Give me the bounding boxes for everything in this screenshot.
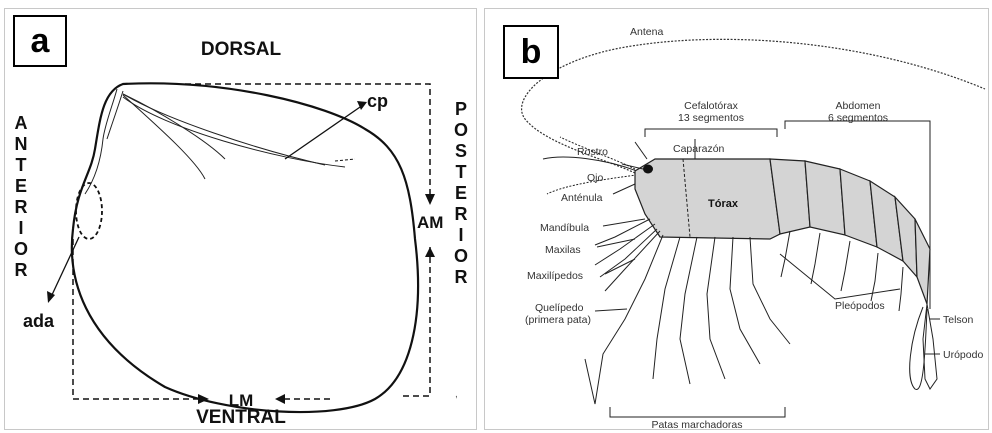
- panel-b-letter: b: [503, 25, 559, 79]
- abdomen-seg-label: 6 segmentos: [828, 112, 888, 124]
- rostro-label: Rostro: [577, 146, 608, 158]
- scar-line: [123, 94, 325, 165]
- am-dashed-top: [185, 84, 430, 199]
- antenula-label: Anténula: [561, 192, 603, 204]
- posterior-letter: O: [454, 246, 468, 266]
- quelipedo-label: Quelípedo: [535, 302, 584, 314]
- uropodo-label: Urópodo: [943, 349, 983, 361]
- anterior-letter: A: [15, 113, 28, 133]
- am-arrowhead-top: [425, 194, 435, 205]
- mandibula-label: Mandíbula: [540, 222, 589, 234]
- dorsal-label: DORSAL: [201, 39, 282, 60]
- posterior-letter: O: [454, 120, 468, 140]
- walking-leg-5: [750, 237, 790, 344]
- hinge-line: [85, 89, 117, 194]
- stray-tick: ,: [455, 389, 458, 400]
- rostro-leader: [635, 142, 647, 159]
- ada-label: ada: [23, 311, 55, 331]
- panel-a-letter: a: [13, 15, 67, 67]
- ventral-label: VENTRAL: [196, 407, 286, 428]
- cp-label: cp: [367, 91, 388, 111]
- am-label: AM: [417, 213, 443, 232]
- anterior-letter: O: [14, 239, 28, 259]
- anterior-letter: I: [18, 218, 23, 238]
- caparazon-label: Caparazón: [673, 143, 725, 155]
- walking-leg-4: [730, 237, 760, 364]
- anterior-letter: N: [15, 134, 28, 154]
- pleopod-2: [811, 233, 820, 284]
- torax-label: Tórax: [708, 198, 739, 210]
- abdomen-seg-3: [840, 169, 877, 247]
- ada-arrow: [51, 237, 79, 297]
- posterior-letter: I: [458, 225, 463, 245]
- valve-outline: [72, 83, 418, 412]
- lm-arrowhead-right: [275, 394, 285, 404]
- abdomen-label: Abdomen: [836, 100, 881, 112]
- pleopodos-label: Pleópodos: [835, 300, 885, 312]
- maxilas-leader: [597, 239, 635, 247]
- ojo-label: Ojo: [587, 172, 604, 184]
- scar-line: [123, 95, 205, 179]
- maxilipedos-label: Maxilípedos: [527, 270, 583, 282]
- anterior-letter: R: [15, 260, 28, 280]
- cheliped: [585, 235, 663, 404]
- pleopodos-bracket: [780, 254, 900, 299]
- shrimp-diagram: Antena Cefalotórax 13 segmentos Abdomen …: [485, 9, 988, 429]
- posterior-letter: R: [455, 267, 468, 287]
- quelipedo-sub-label: (primera pata): [525, 314, 591, 326]
- abdomen-seg-2: [805, 161, 845, 235]
- posterior-letter: S: [455, 141, 467, 161]
- am-arrowhead-bottom: [425, 247, 435, 257]
- anterior-letter: T: [16, 155, 27, 175]
- cp-arrow: [285, 105, 363, 159]
- panel-b: Antena Cefalotórax 13 segmentos Abdomen …: [484, 8, 989, 430]
- ada-ellipse: [76, 183, 102, 239]
- anterior-letter: E: [15, 176, 27, 196]
- scar-tick: [335, 159, 355, 161]
- posterior-letter: P: [455, 99, 467, 119]
- quelipedo-leader: [595, 309, 627, 311]
- maxilipedos-leader: [605, 259, 635, 274]
- posterior-letter: R: [455, 204, 468, 224]
- abdomen-seg-6: [915, 219, 930, 304]
- walking-leg-1: [653, 237, 680, 379]
- antena-label: Antena: [630, 26, 663, 38]
- anterior-letter: R: [15, 197, 28, 217]
- patas-bracket: [610, 407, 785, 417]
- lm-label: LM: [229, 391, 254, 410]
- maxilas-label: Maxilas: [545, 244, 581, 256]
- eye: [643, 165, 653, 174]
- walking-leg-2: [680, 237, 697, 384]
- lm-arrowhead-left: [198, 394, 209, 404]
- antenula-leader: [613, 184, 635, 194]
- posterior-letter: E: [455, 183, 467, 203]
- pleopod-1: [781, 231, 790, 277]
- cefalotorax-bracket: [645, 129, 777, 137]
- walking-leg-3: [707, 237, 725, 379]
- cefalotorax-label: Cefalotórax: [684, 100, 738, 112]
- posterior-letter: T: [456, 162, 467, 182]
- scar-line: [123, 97, 345, 167]
- telson-label: Telson: [943, 314, 974, 326]
- ada-arrowhead: [47, 291, 55, 303]
- patas-label: Patas marchadoras: [651, 419, 742, 431]
- cefalotorax-seg-label: 13 segmentos: [678, 112, 744, 124]
- pleopod-3: [841, 241, 850, 291]
- scar-line: [123, 94, 225, 159]
